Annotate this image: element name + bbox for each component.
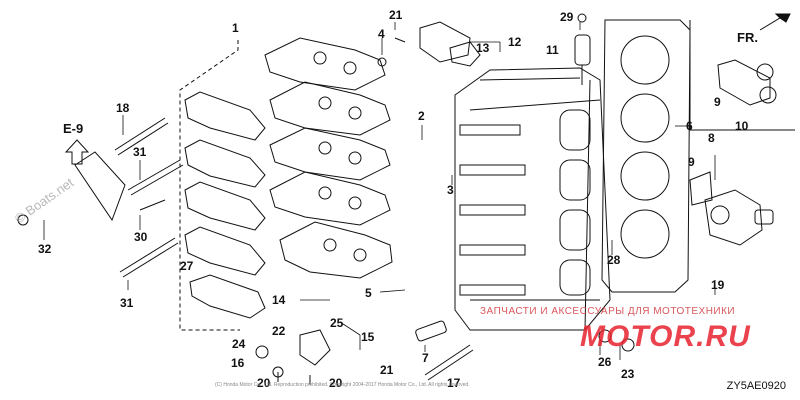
callout-31-bottom: 31	[120, 296, 134, 310]
callout-25: 25	[330, 316, 344, 330]
callout-31-top: 31	[133, 145, 147, 159]
callout-10: 10	[735, 119, 749, 133]
diagram-code: ZY5AE0920	[726, 380, 786, 392]
callout-21-top: 21	[389, 8, 403, 22]
callout-3: 3	[447, 183, 454, 197]
callout-27: 27	[180, 259, 194, 273]
callout-12: 12	[508, 35, 522, 49]
callout-9: 9	[688, 155, 695, 169]
leader-lines	[43, 22, 716, 360]
callout-15: 15	[361, 330, 375, 344]
front-direction-label: FR.	[737, 30, 758, 45]
callout-6: 6	[686, 119, 693, 133]
callout-7: 7	[422, 351, 429, 365]
callout-28: 28	[607, 253, 621, 267]
callout-14: 14	[272, 293, 286, 307]
callout-32: 32	[38, 242, 52, 256]
callout-24: 24	[232, 337, 246, 351]
copyright-notice: (C) Honda Motor Co., Ltd. Reproduction p…	[215, 382, 470, 388]
camshaft-holder-stack	[264, 37, 393, 279]
head-gasket	[601, 19, 691, 293]
reference-code: E-9	[63, 121, 84, 136]
callout-26: 26	[598, 355, 612, 369]
top-parts	[377, 13, 591, 85]
cylinder-head-block	[454, 67, 611, 331]
callout-17: 17	[447, 376, 461, 390]
callout-8: 8	[708, 131, 715, 145]
callout-21-bottom: 21	[380, 363, 394, 377]
callout-5: 5	[365, 286, 372, 300]
callout-4: 4	[378, 27, 385, 41]
callout-1: 1	[232, 21, 239, 35]
solenoid-valve	[704, 189, 774, 246]
left-small-parts	[17, 117, 184, 278]
callout-13: 13	[476, 41, 490, 55]
callout-20-left: 20	[257, 376, 271, 390]
inset-fitting	[717, 59, 777, 106]
bottom-parts	[255, 320, 635, 385]
rocker-holder-row	[184, 91, 266, 319]
callout-2: 2	[418, 109, 425, 123]
callout-29: 29	[560, 10, 574, 24]
watermark-subtitle: ЗАПЧАСТИ И АКСЕССУАРЫ ДЛЯ МОТОТЕХНИКИ	[480, 306, 736, 317]
callout-19: 19	[711, 278, 725, 292]
callout-18: 18	[116, 101, 130, 115]
watermark-main: MOTOR.RU	[580, 320, 751, 353]
callout-22: 22	[272, 324, 286, 338]
callout-16: 16	[231, 356, 245, 370]
callout-11: 11	[546, 43, 559, 57]
callout-30: 30	[134, 230, 148, 244]
callout-20-right: 20	[329, 376, 343, 390]
callout-23: 23	[621, 367, 635, 381]
callout-9-inset: 9	[714, 95, 721, 109]
